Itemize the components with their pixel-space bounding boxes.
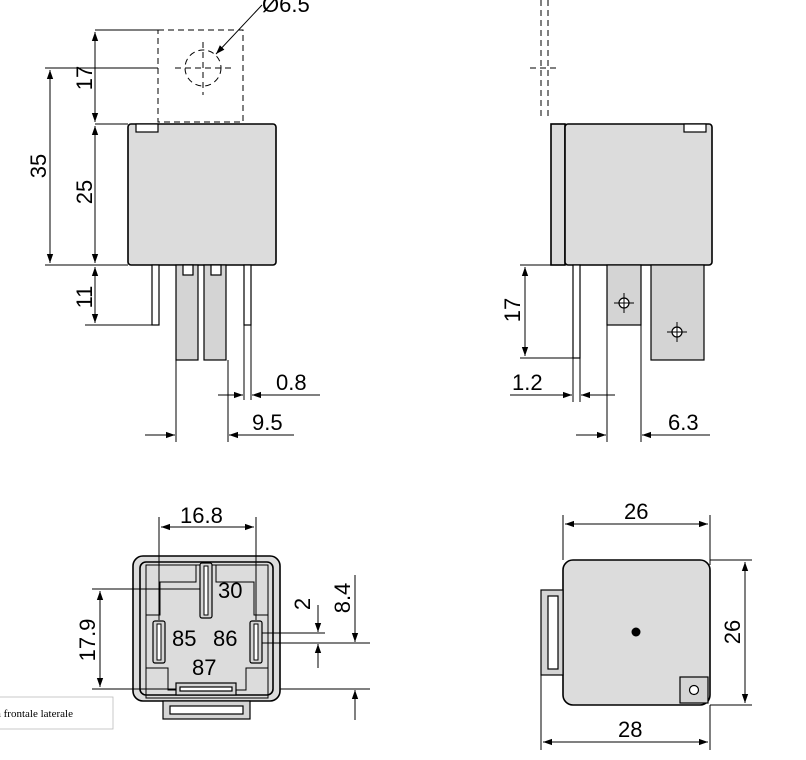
side-pin-thin bbox=[572, 264, 581, 359]
top-view: 26 26 28 bbox=[540, 499, 752, 750]
side-dim-17-label: 17 bbox=[500, 298, 525, 322]
pin-label-86: 86 bbox=[213, 626, 237, 651]
top-dim-26-height-label: 26 bbox=[720, 620, 745, 644]
bottom-view: 30 85 86 87 16.8 17.9 2 8.4 bbox=[75, 503, 370, 720]
bottom-dim-8.4-label: 8.4 bbox=[330, 583, 355, 614]
front-dim-11-label: 11 bbox=[72, 286, 97, 309]
front-bracket-outline bbox=[157, 29, 244, 123]
caption-box: a frontale laterale bbox=[0, 696, 114, 730]
top-dim-28-label: 28 bbox=[618, 717, 642, 742]
top-dim-26-width-label: 26 bbox=[624, 499, 648, 524]
bottom-dim-16.8-label: 16.8 bbox=[180, 503, 223, 528]
side-view: 17 1.2 6.3 bbox=[500, 0, 713, 442]
front-dim-25-label: 25 bbox=[72, 180, 97, 204]
pin-label-30: 30 bbox=[218, 578, 242, 603]
pin-label-87: 87 bbox=[192, 655, 216, 680]
front-relay-body bbox=[127, 123, 277, 266]
pin-label-85: 85 bbox=[172, 626, 196, 651]
side-dim-1.2-label: 1.2 bbox=[512, 370, 543, 395]
front-dim-0.8-label: 0.8 bbox=[276, 370, 307, 395]
side-bracket-plate bbox=[550, 123, 566, 266]
bottom-dim-17.9-label: 17.9 bbox=[75, 619, 100, 662]
side-pin-wide bbox=[650, 264, 705, 361]
bottom-dim-2-label: 2 bbox=[290, 598, 315, 610]
front-pin-center-left bbox=[175, 264, 199, 361]
top-center-mark bbox=[631, 627, 641, 637]
front-pin-right bbox=[243, 264, 252, 326]
front-dim-9.5-label: 9.5 bbox=[252, 410, 283, 435]
front-pin-left bbox=[151, 264, 160, 326]
front-pin-center-right bbox=[203, 264, 227, 361]
front-view: Ø6.5 17 35 25 11 0.8 bbox=[26, 0, 320, 442]
front-dim-17-label: 17 bbox=[72, 66, 97, 90]
front-hole-diameter-label: Ø6.5 bbox=[262, 0, 310, 17]
caption-text: a frontale laterale bbox=[0, 708, 73, 720]
front-dim-35-label: 35 bbox=[26, 154, 51, 178]
side-relay-body bbox=[564, 123, 713, 266]
side-dim-6.3-label: 6.3 bbox=[668, 410, 699, 435]
